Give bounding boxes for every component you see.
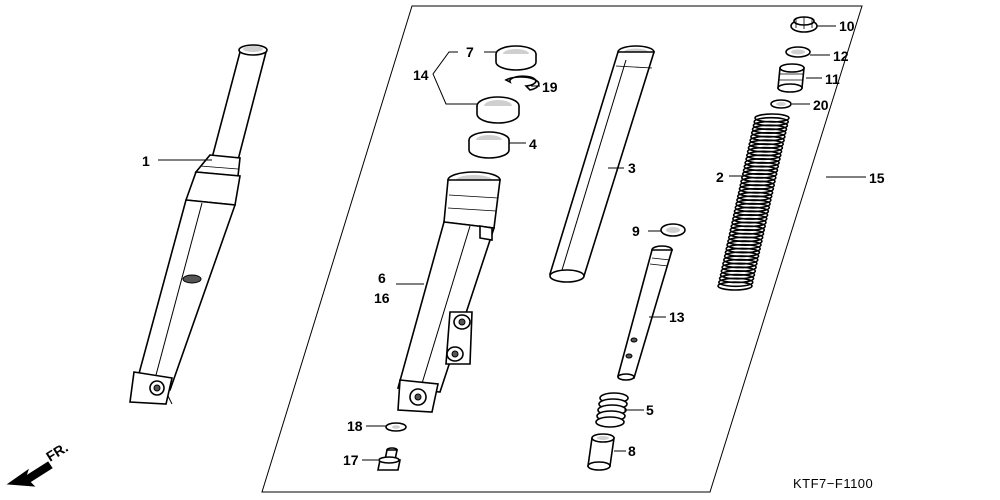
callout-labels: 1 2 3 4 5 6 7 8 9 10 11 12 13 14 15 16 1…: [142, 18, 885, 468]
inner-tube-part-3: [548, 45, 656, 283]
washer-part-18: [385, 422, 407, 432]
callout-16: 16: [374, 290, 390, 306]
oil-seal-part-4: [468, 131, 510, 159]
callout-15: 15: [869, 170, 885, 186]
callout-4: 4: [529, 136, 537, 152]
front-arrow-icon: [6, 461, 53, 487]
callout-10: 10: [839, 18, 855, 34]
fork-piston-part-13: [616, 245, 674, 381]
rebound-spring-part-5: [595, 392, 629, 428]
spring-coil: [717, 277, 754, 288]
fork-assembly-part-1: [129, 44, 268, 405]
fork-spring-part-2: [717, 113, 790, 291]
leader-lines: [158, 25, 866, 461]
piston-ring-part-9: [660, 223, 686, 237]
callout-11: 11: [825, 71, 840, 87]
spring-collar-part-11: [777, 63, 805, 93]
callout-2: 2: [716, 169, 724, 185]
callout-14: 14: [413, 67, 429, 83]
callout-13: 13: [669, 309, 685, 325]
spring-seat-part-20: [770, 99, 792, 109]
callout-12: 12: [833, 48, 849, 64]
callout-9: 9: [632, 223, 640, 239]
callout-7: 7: [466, 44, 474, 60]
callout-1: 1: [142, 153, 150, 169]
outer-slider-part-6: [396, 171, 501, 413]
ring-part-14: [476, 96, 520, 124]
fork-bolt-part-10: [790, 16, 818, 33]
o-ring-part-12: [785, 46, 811, 58]
oil-lock-piece-part-8: [587, 433, 615, 471]
callout-3: 3: [628, 160, 636, 176]
callout-20: 20: [813, 97, 829, 113]
diagram-code: KTF7−F1100: [793, 476, 873, 491]
spring-coil: [717, 281, 753, 291]
front-direction-label: FR.: [43, 439, 71, 465]
assembly-frame: [261, 5, 863, 493]
callout-17: 17: [343, 452, 359, 468]
callout-6: 6: [378, 270, 386, 286]
front-direction-indicator: FR.: [6, 439, 71, 487]
socket-bolt-part-17: [377, 447, 401, 471]
callout-5: 5: [646, 402, 654, 418]
ring-part-7: [495, 45, 537, 71]
callout-19: 19: [542, 79, 558, 95]
callout-18: 18: [347, 418, 363, 434]
callout-8: 8: [628, 443, 636, 459]
snap-ring-part-19: [504, 75, 540, 91]
